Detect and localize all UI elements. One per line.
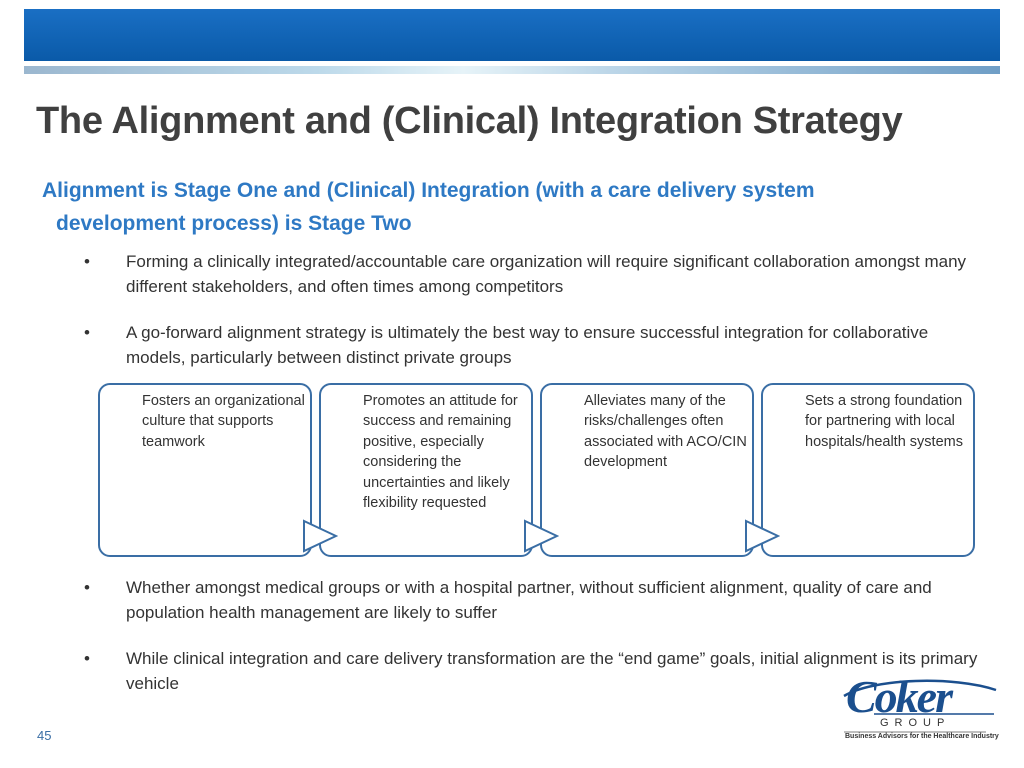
bullet-item: • Whether amongst medical groups or with… [84, 575, 984, 625]
bullet-text: Whether amongst medical groups or with a… [126, 578, 932, 622]
process-box-1: Fosters an organizational culture that s… [98, 383, 312, 557]
process-box-text: Sets a strong foundation for partnering … [805, 393, 963, 450]
bullet-list-bottom: • Whether amongst medical groups or with… [84, 575, 984, 696]
process-box-4: Sets a strong foundation for partnering … [761, 383, 975, 557]
bullet-text: Forming a clinically integrated/accounta… [126, 252, 967, 296]
bullet-dot: • [84, 649, 90, 668]
bullet-dot: • [84, 578, 90, 597]
subtitle-line-2: development process) is Stage Two [56, 212, 412, 235]
process-box-text: Fosters an organizational culture that s… [142, 393, 305, 450]
subtitle-line-1: Alignment is Stage One and (Clinical) In… [42, 179, 815, 202]
chevron-right-icon [745, 519, 780, 553]
logo-tagline: Business Advisors for the Healthcare Ind… [845, 733, 999, 740]
bullet-text: While clinical integration and care deli… [126, 649, 978, 693]
process-box-text: Promotes an attitude for success and rem… [363, 393, 518, 512]
bullet-item: • Forming a clinically integrated/accoun… [84, 249, 984, 299]
process-box-3: Alleviates many of the risks/challenges … [540, 383, 754, 557]
chevron-right-icon [524, 519, 559, 553]
slide-subtitle: Alignment is Stage One and (Clinical) In… [42, 174, 982, 240]
header-stripe [24, 66, 1000, 74]
logo-wordmark: Coker [846, 671, 953, 722]
header-bar [24, 9, 1000, 61]
logo-group: GROUP [880, 717, 951, 729]
bullet-dot: • [84, 252, 90, 271]
bullet-list-top: • Forming a clinically integrated/accoun… [84, 249, 984, 370]
bullet-text: A go-forward alignment strategy is ultim… [126, 323, 929, 367]
slide-title: The Alignment and (Clinical) Integration… [36, 100, 903, 142]
chevron-right-icon [303, 519, 338, 553]
bullet-item: • While clinical integration and care de… [84, 646, 984, 696]
process-boxes: Fosters an organizational culture that s… [98, 383, 978, 561]
bullet-dot: • [84, 323, 90, 342]
page-number: 45 [37, 728, 52, 743]
coker-logo-swoosh [843, 679, 997, 733]
process-box-text: Alleviates many of the risks/challenges … [584, 393, 747, 471]
bullet-item: • A go-forward alignment strategy is ult… [84, 320, 984, 370]
process-box-2: Promotes an attitude for success and rem… [319, 383, 533, 557]
